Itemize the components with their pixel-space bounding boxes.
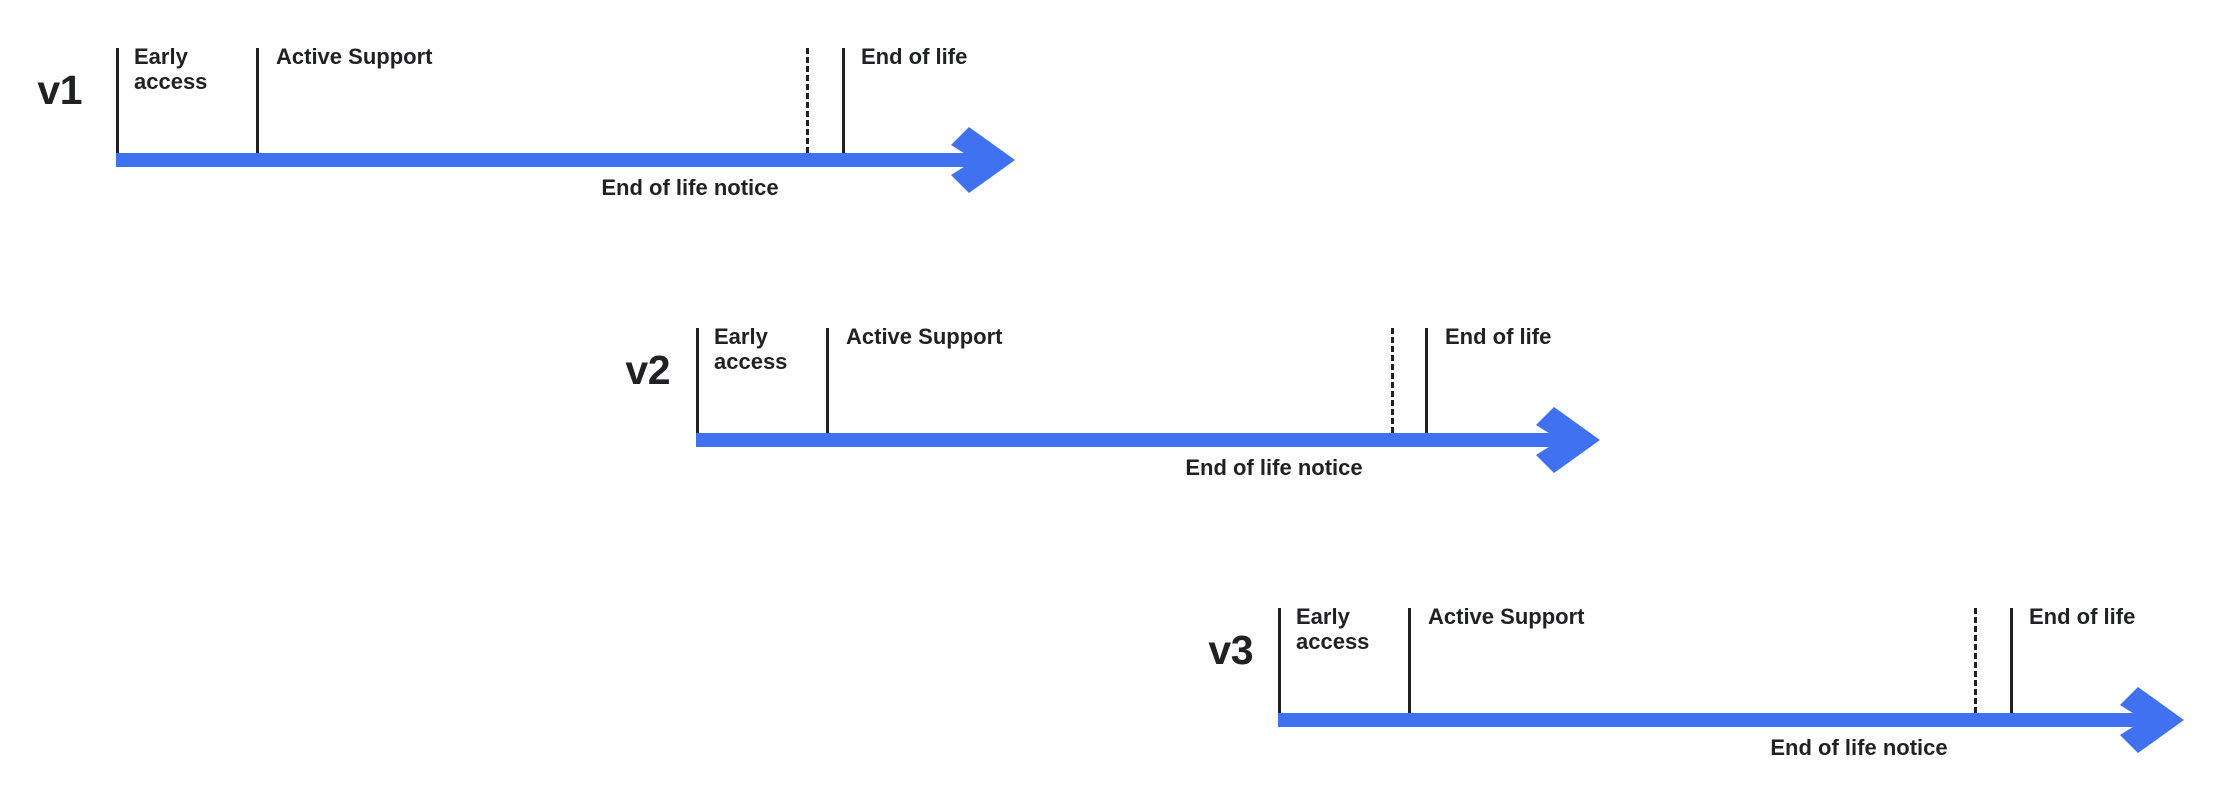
tick-end-of-life-start-v2: [1425, 328, 1428, 433]
tick-end-of-life-start-v3: [2010, 608, 2013, 713]
tick-early-access-start-v2: [696, 328, 699, 433]
notice-label-end-of-life-notice-v3: End of life notice: [1770, 735, 1948, 760]
phase-label-early-access-v1: Early access: [134, 44, 208, 94]
tick-active-support-start-v1: [256, 48, 259, 153]
phase-label-early-access-v3: Early access: [1296, 604, 1370, 654]
tick-end-of-life-notice-v3: [1974, 608, 1977, 713]
tick-end-of-life-notice-v2: [1391, 328, 1394, 433]
timeline-bar-v1: [116, 153, 978, 167]
phase-label-active-support-v1: Active Support: [276, 44, 433, 69]
phase-label-end-of-life-v1: End of life: [861, 44, 968, 69]
version-label-v3: v3: [1208, 627, 1253, 673]
tick-end-of-life-start-v1: [842, 48, 845, 153]
phase-label-end-of-life-v3: End of life: [2029, 604, 2136, 629]
tick-early-access-start-v3: [1278, 608, 1281, 713]
phase-label-early-access-v2: Early access: [714, 324, 788, 374]
tick-early-access-start-v1: [116, 48, 119, 153]
tick-active-support-start-v2: [826, 328, 829, 433]
timeline-bar-v3: [1278, 713, 2150, 727]
tick-end-of-life-notice-v1: [806, 48, 809, 153]
timeline-bar-v2: [696, 433, 1563, 447]
phase-label-end-of-life-v2: End of life: [1445, 324, 1552, 349]
notice-label-end-of-life-notice-v1: End of life notice: [601, 175, 779, 200]
phase-label-active-support-v2: Active Support: [846, 324, 1003, 349]
version-label-v2: v2: [625, 347, 670, 393]
phase-label-active-support-v3: Active Support: [1428, 604, 1585, 629]
timeline-arrowhead-v1: [943, 127, 1015, 193]
tick-active-support-start-v3: [1408, 608, 1411, 713]
notice-label-end-of-life-notice-v2: End of life notice: [1185, 455, 1363, 480]
timeline-arrowhead-v3: [2112, 687, 2184, 753]
version-label-v1: v1: [37, 67, 82, 113]
timeline-arrowhead-v2: [1528, 407, 1600, 473]
